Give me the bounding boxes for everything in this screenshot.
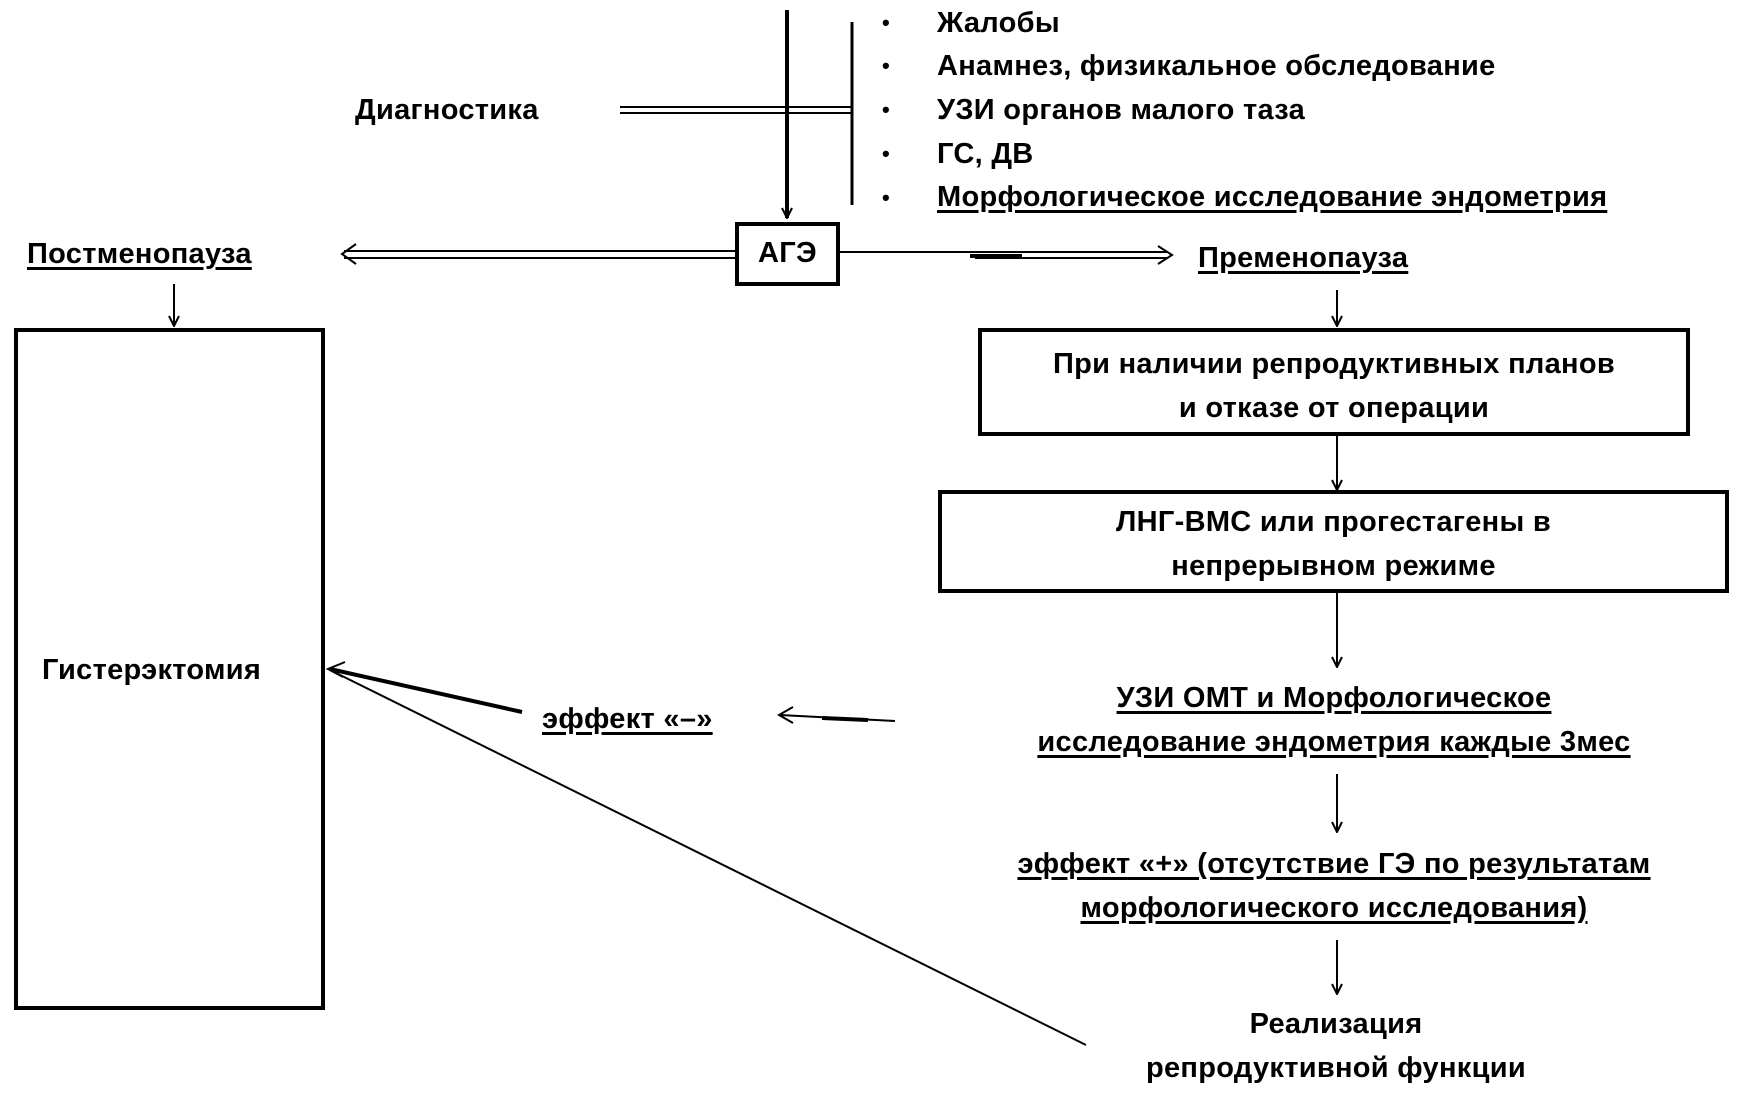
- reproductive-plans-line: и отказе от операции: [1178, 392, 1490, 424]
- negative-effect-label: эффект «–»: [542, 703, 713, 735]
- monitoring-line: исследование эндометрия каждые 3мес: [1037, 726, 1631, 758]
- positive-effect-text: эффект «+» (отсутствие ГЭ по результатам…: [930, 842, 1738, 930]
- arrow-negative-to-hyst: [329, 667, 523, 714]
- bullet-icon: •: [882, 141, 890, 166]
- reproductive-plans-line: При наличии репродуктивных планов: [1052, 348, 1616, 380]
- arrow-realization-to-hyst: [329, 669, 1087, 1046]
- diagnostics-item: Анамнез, физикальное обследование: [937, 50, 1496, 82]
- arrowhead-negative: [776, 706, 794, 724]
- hysterectomy-box: Гистерэктомия: [14, 328, 325, 1010]
- realization-line: репродуктивной функции: [1145, 1052, 1527, 1084]
- positive-effect-line: эффект «+» (отсутствие ГЭ по результатам: [1017, 848, 1651, 880]
- lng-ius-line: ЛНГ-ВМС или прогестагены в: [1115, 506, 1552, 538]
- diagnostics-item: Морфологическое исследование эндометрия: [937, 181, 1608, 213]
- reproductive-plans-box: При наличии репродуктивных планов и отка…: [978, 328, 1690, 436]
- bullet-icon: •: [882, 53, 890, 78]
- monitoring-line: УЗИ ОМТ и Морфологическое: [1116, 682, 1552, 714]
- diagnostics-item: Жалобы: [937, 7, 1060, 39]
- arrowhead-pre: [1157, 245, 1174, 265]
- realization-text: Реализация репродуктивной функции: [1000, 1002, 1672, 1090]
- age-box: АГЭ: [735, 222, 840, 286]
- lng-ius-box: ЛНГ-ВМС или прогестагены в непрерывном р…: [938, 490, 1729, 593]
- arrow-negative-dash: [821, 716, 869, 722]
- age-label: АГЭ: [758, 237, 817, 269]
- realization-line: Реализация: [1249, 1008, 1423, 1040]
- hysterectomy-label: Гистерэктомия: [42, 654, 262, 686]
- arrowhead-post: [340, 243, 357, 265]
- diagnostics-label: Диагностика: [355, 94, 539, 126]
- positive-effect-line: морфологического исследования): [1080, 892, 1588, 924]
- bullet-icon: •: [882, 97, 890, 122]
- monitoring-text: УЗИ ОМТ и Морфологическое исследование э…: [930, 676, 1738, 764]
- bullet-icon: •: [882, 10, 890, 35]
- bullet-icon: •: [882, 185, 890, 210]
- premenopause-label: Пременопауза: [1198, 242, 1409, 274]
- postmenopause-label: Постменопауза: [27, 238, 252, 270]
- lng-ius-line: непрерывном режиме: [1171, 550, 1496, 582]
- diagnostics-item: ГС, ДВ: [937, 138, 1034, 170]
- diagnostics-item: УЗИ органов малого таза: [937, 94, 1306, 126]
